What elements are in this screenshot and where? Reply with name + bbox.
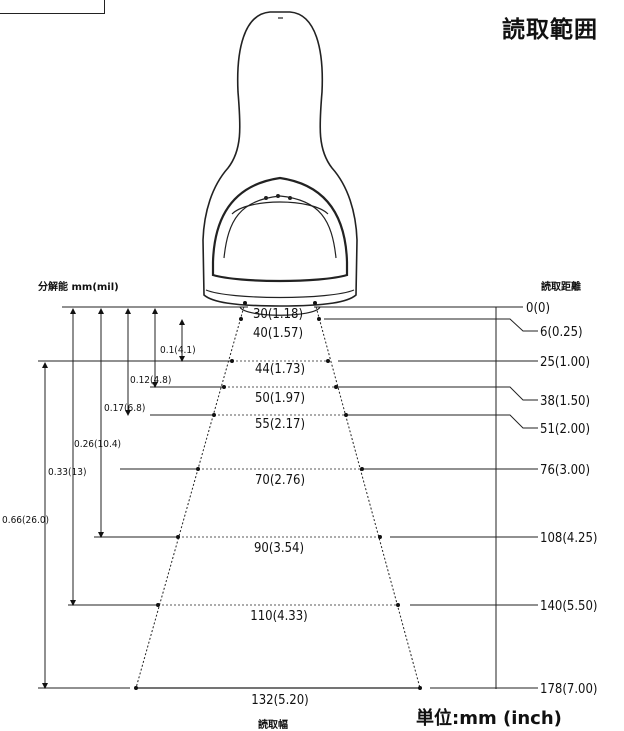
- resolution-label-1: 0.12(4.8): [130, 375, 171, 386]
- resolution-label-2: 0.17(6.8): [104, 403, 145, 414]
- width-label-3: 50(1.97): [255, 391, 305, 406]
- distance-label-2: 25(1.00): [540, 355, 590, 370]
- width-label-0: 30(1.18): [253, 307, 303, 322]
- width-label-4: 55(2.17): [255, 417, 305, 432]
- distance-label-0: 0(0): [526, 301, 550, 316]
- distance-label-1: 6(0.25): [540, 325, 583, 340]
- resolution-header: 分解能 mm(mil): [38, 282, 119, 293]
- diagram-title: 読取範囲: [502, 17, 598, 43]
- resolution-labels: 0.1(4.1) 0.12(4.8) 0.17(6.8) 0.26(10.4) …: [2, 345, 196, 526]
- distance-label-3: 38(1.50): [540, 394, 590, 409]
- width-label-1: 40(1.57): [253, 326, 303, 341]
- resolution-label-0: 0.1(4.1): [160, 345, 196, 356]
- width-label-5: 70(2.76): [255, 473, 305, 488]
- distance-labels: 0(0) 6(0.25) 25(1.00) 38(1.50) 51(2.00) …: [526, 301, 597, 697]
- resolution-label-4: 0.33(13): [48, 467, 87, 478]
- distance-header: 読取距離: [541, 282, 581, 293]
- distance-label-4: 51(2.00): [540, 422, 590, 437]
- scanner-illustration: [202, 11, 358, 316]
- width-label-7: 110(4.33): [250, 609, 307, 624]
- distance-label-6: 108(4.25): [540, 531, 597, 546]
- distance-ruler: [482, 306, 538, 689]
- width-footer: 読取幅: [258, 720, 288, 731]
- distance-label-7: 140(5.50): [540, 599, 597, 614]
- resolution-arrows: [42, 308, 185, 689]
- resolution-label-3: 0.26(10.4): [74, 439, 121, 450]
- distance-label-8: 178(7.00): [540, 682, 597, 697]
- width-labels: 30(1.18) 40(1.57) 44(1.73) 50(1.97) 55(2…: [250, 307, 308, 708]
- width-label-6: 90(3.54): [254, 541, 304, 556]
- resolution-label-5: 0.66(26.0): [2, 515, 49, 526]
- width-label-8: 132(5.20): [251, 693, 308, 708]
- unit-note: 単位:mm (inch): [416, 708, 562, 729]
- corner-frame: [0, 0, 105, 14]
- beam-points: [134, 301, 422, 690]
- distance-label-5: 76(3.00): [540, 463, 590, 478]
- beam-cone: [135, 302, 421, 689]
- width-label-2: 44(1.73): [255, 362, 305, 377]
